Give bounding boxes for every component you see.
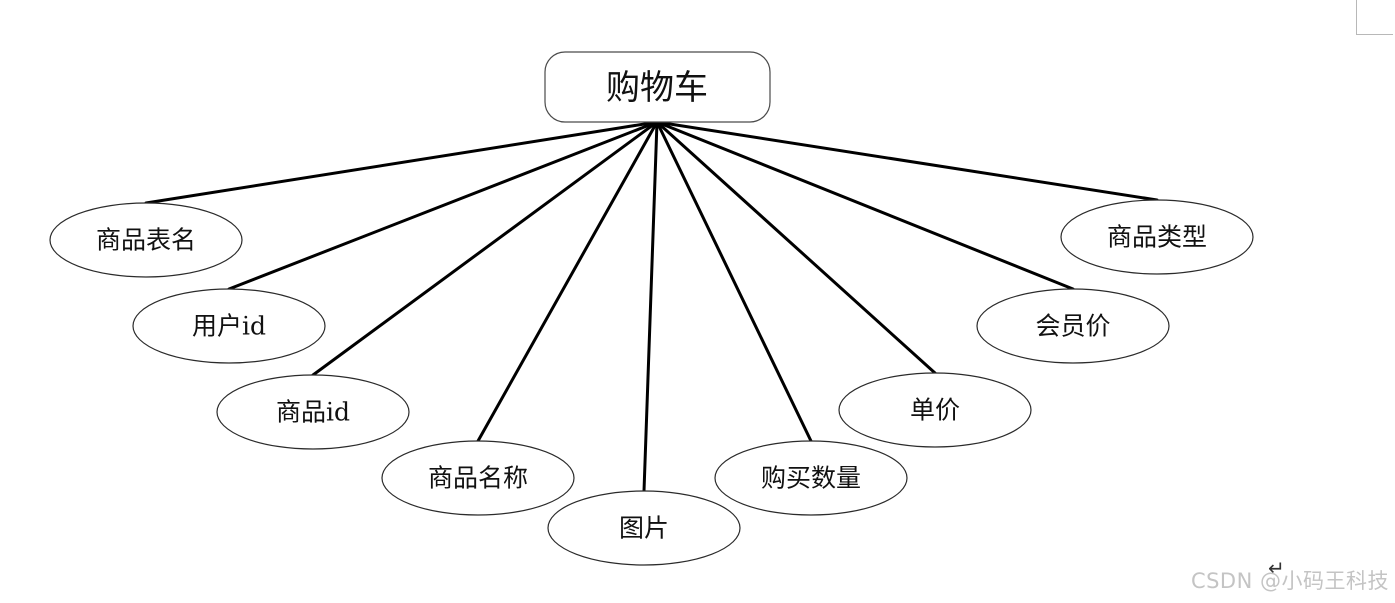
edge-user-id xyxy=(227,120,659,291)
attribute-purchase-quantity: 购买数量 xyxy=(714,440,908,516)
attribute-ellipse xyxy=(216,374,410,450)
attribute-ellipse xyxy=(381,440,575,516)
attribute-ellipse xyxy=(714,440,908,516)
page-corner-mark xyxy=(1356,0,1393,35)
attribute-product-table-name: 商品表名 xyxy=(49,202,243,278)
attribute-unit-price: 单价 xyxy=(838,372,1032,448)
edge-product-table-name xyxy=(144,120,659,205)
attribute-label: 图片 xyxy=(619,514,669,543)
attribute-product-id: 商品id xyxy=(216,374,410,450)
edge-purchase-quantity xyxy=(655,120,813,443)
edge-image xyxy=(642,120,659,493)
attribute-ellipse xyxy=(838,372,1032,448)
entity-shopping-cart: 购物车 xyxy=(544,51,771,123)
attribute-label: 商品名称 xyxy=(428,464,528,493)
attribute-ellipse xyxy=(132,288,326,364)
attribute-ellipse xyxy=(547,490,741,566)
attribute-member-price: 会员价 xyxy=(976,288,1170,364)
edge-product-id xyxy=(311,120,659,377)
relationship-lines xyxy=(144,120,1159,493)
attribute-label: 商品类型 xyxy=(1107,223,1207,252)
paragraph-mark: ↵ xyxy=(1268,556,1285,580)
attribute-label: 单价 xyxy=(910,396,960,425)
watermark: CSDN @小码王科技 xyxy=(1190,569,1389,593)
attribute-ellipse xyxy=(49,202,243,278)
edge-unit-price xyxy=(655,120,937,375)
attribute-product-name: 商品名称 xyxy=(381,440,575,516)
entity-box xyxy=(544,51,771,123)
attribute-label: 购买数量 xyxy=(761,464,861,493)
attribute-label: 用户id xyxy=(192,312,266,341)
attribute-user-id: 用户id xyxy=(132,288,326,364)
entity-label: 购物车 xyxy=(606,68,708,108)
attribute-label: 商品表名 xyxy=(96,226,196,255)
attribute-label: 商品id xyxy=(276,398,350,427)
edge-member-price xyxy=(655,120,1075,291)
attribute-ellipse xyxy=(976,288,1170,364)
attribute-image: 图片 xyxy=(547,490,741,566)
edge-product-type xyxy=(655,120,1159,202)
edge-product-name xyxy=(476,120,659,443)
attribute-ellipse xyxy=(1060,199,1254,275)
attribute-label: 会员价 xyxy=(1035,312,1110,341)
attribute-product-type: 商品类型 xyxy=(1060,199,1254,275)
